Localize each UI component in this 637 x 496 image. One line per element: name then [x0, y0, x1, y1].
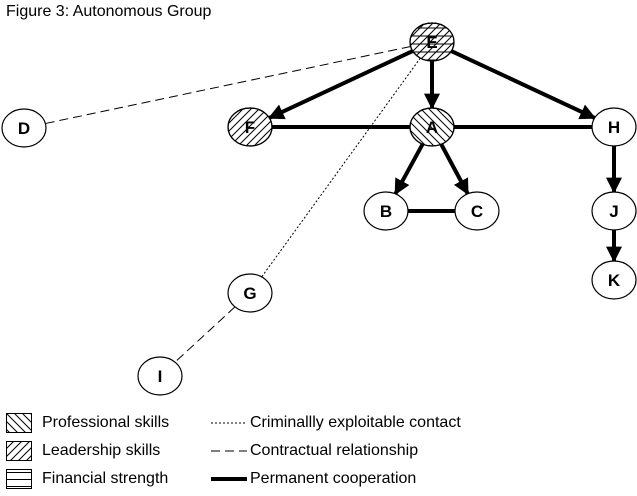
- node-b-label: B: [380, 202, 392, 221]
- legend-label-professional: Professional skills: [42, 414, 170, 431]
- node-h: H: [591, 107, 637, 147]
- node-c-circle: [454, 191, 500, 231]
- node-k: K: [591, 260, 637, 300]
- node-j-label: J: [609, 202, 618, 221]
- edge-g-i-contractual: [174, 306, 236, 363]
- nodes-layer: E D F A H B C J K G I: [1, 22, 637, 396]
- node-a-label: A: [426, 118, 438, 137]
- edge-a-c-permanent: [439, 143, 470, 196]
- node-j: J: [591, 191, 637, 231]
- permanent-line-sample: [211, 477, 247, 481]
- node-d-label: D: [18, 119, 30, 138]
- edge-a-b-permanent: [393, 143, 425, 196]
- edges-layer: [45, 46, 622, 363]
- legend-row-leadership: Leadership skills Contractual relationsh…: [6, 440, 626, 464]
- edge-e-f-permanent: [267, 49, 414, 120]
- legend-row-financial: Financial strength Permanent cooperation: [6, 468, 626, 492]
- edge-e-d-contractual: [45, 46, 411, 124]
- node-a: A: [409, 107, 455, 147]
- node-e-label: E: [426, 33, 437, 52]
- legend-row-professional: Professional skills Criminallly exploita…: [6, 412, 626, 436]
- node-b: B: [363, 191, 409, 231]
- criminal-line-sample: [211, 422, 247, 424]
- financial-swatch: [6, 469, 32, 489]
- node-g-label: G: [243, 284, 256, 303]
- node-i-circle: [137, 356, 183, 396]
- leadership-swatch: [6, 441, 32, 461]
- node-i-label: I: [158, 367, 163, 386]
- legend-label-contractual: Contractual relationship: [250, 442, 419, 459]
- node-d: D: [1, 108, 47, 148]
- node-f-label: F: [245, 118, 255, 137]
- legend-label-criminal: Criminallly exploitable contact: [250, 414, 461, 431]
- node-g: G: [227, 273, 273, 313]
- node-d-circle: [1, 108, 47, 148]
- node-f-hatch: [227, 107, 273, 147]
- figure-title: Figure 3: Autonomous Group: [6, 3, 212, 20]
- node-h-label: H: [608, 118, 620, 137]
- node-c: C: [454, 191, 500, 231]
- edge-e-g-criminal: [261, 57, 421, 278]
- node-a-hatch: [409, 107, 455, 147]
- node-e: E: [409, 22, 455, 62]
- professional-swatch: [6, 413, 32, 433]
- node-b-circle: [363, 191, 409, 231]
- network-diagram: E D F A H B C J K G I: [1, 22, 637, 396]
- node-h-circle: [591, 107, 637, 147]
- legend-label-permanent: Permanent cooperation: [250, 470, 417, 487]
- node-i: I: [137, 356, 183, 396]
- node-c-label: C: [471, 202, 483, 221]
- legend-label-leadership: Leadership skills: [42, 442, 161, 459]
- node-j-circle: [591, 191, 637, 231]
- edge-e-h-permanent: [450, 49, 597, 120]
- legend-label-financial: Financial strength: [42, 470, 169, 487]
- contractual-line-sample: [211, 450, 247, 452]
- node-e-hatch: [409, 22, 455, 62]
- node-g-circle: [227, 273, 273, 313]
- node-k-circle: [591, 260, 637, 300]
- node-f: F: [227, 107, 273, 147]
- node-k-label: K: [608, 271, 621, 290]
